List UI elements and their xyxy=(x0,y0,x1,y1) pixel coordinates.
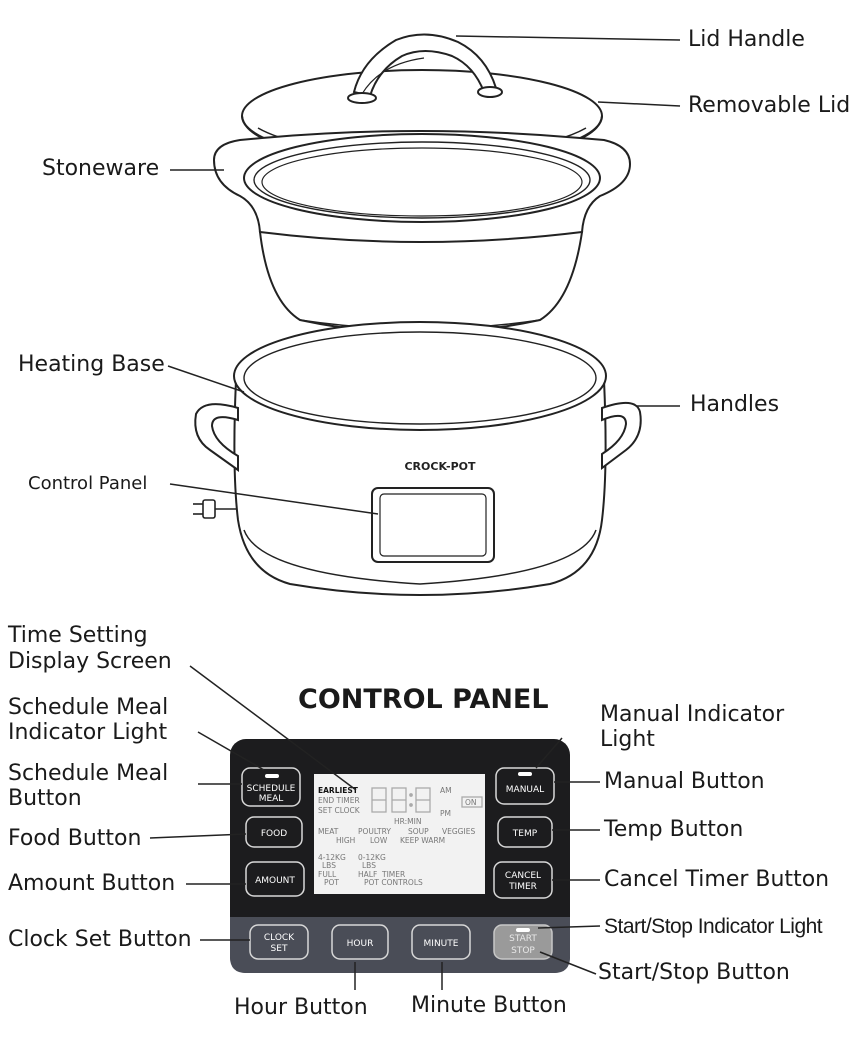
display-lbs-2b: LBS xyxy=(362,861,376,870)
label-lid-handle: Lid Handle xyxy=(688,27,805,52)
hour-button[interactable] xyxy=(331,924,389,960)
food-button[interactable] xyxy=(245,816,303,848)
schedule-label-1: SCHEDULE xyxy=(247,784,296,794)
display-half: HALF xyxy=(358,870,377,879)
amount-button[interactable] xyxy=(245,861,305,897)
display-end-timer: END TIMER xyxy=(318,796,360,805)
leader-lines-panel xyxy=(149,665,601,990)
temp-button[interactable] xyxy=(497,816,553,848)
start-stop-button[interactable] xyxy=(493,924,553,960)
display-low: LOW xyxy=(370,836,388,845)
label-stoneware: Stoneware xyxy=(42,156,160,181)
label-hour-button: Hour Button xyxy=(234,995,368,1020)
lid-handle xyxy=(347,33,503,104)
hour-label: HOUR xyxy=(347,939,374,949)
clock-label-1: CLOCK xyxy=(264,933,295,943)
display-timer: TIMER xyxy=(381,870,405,879)
display-hr-min: HR:MIN xyxy=(394,817,421,826)
food-label: FOOD xyxy=(261,829,287,839)
label-clock-set-button: Clock Set Button xyxy=(8,927,192,952)
display-on: ON xyxy=(465,798,477,807)
schedule-indicator-light xyxy=(265,774,279,778)
label-manual-light-1: Manual Indicator xyxy=(600,702,785,727)
display-am: AM xyxy=(440,786,452,795)
display-soup: SOUP xyxy=(408,827,429,836)
manual-button[interactable] xyxy=(495,767,555,805)
label-cancel-timer-button: Cancel Timer Button xyxy=(604,867,830,892)
label-schedule-button-2: Button xyxy=(8,786,82,811)
stoneware-pot xyxy=(212,130,632,334)
manual-indicator-light xyxy=(518,772,532,776)
label-food-button: Food Button xyxy=(8,826,142,851)
label-heating-base: Heating Base xyxy=(18,352,165,377)
display-pm: PM xyxy=(440,809,451,818)
start-label-1: START xyxy=(509,934,537,944)
start-label-2: STOP xyxy=(511,946,535,956)
label-schedule-light-1: Schedule Meal xyxy=(8,695,169,720)
label-handles: Handles xyxy=(690,392,780,417)
display-poultry: POULTRY xyxy=(358,827,391,836)
seven-segment-digits xyxy=(371,787,483,813)
base-handle-right xyxy=(601,401,642,470)
manual-label: MANUAL xyxy=(506,785,544,795)
label-minute-button: Minute Button xyxy=(411,993,567,1018)
minute-button[interactable] xyxy=(411,924,471,960)
display-lbs-1: 4-12KG xyxy=(318,853,346,862)
schedule-label-2: MEAL xyxy=(259,794,284,804)
cancel-label-2: TIMER xyxy=(508,882,537,892)
panel-title: CONTROL PANEL xyxy=(298,684,549,715)
display-lbs-1b: LBS xyxy=(322,861,336,870)
display-set-clock: SET CLOCK xyxy=(318,806,361,815)
display-high: HIGH xyxy=(336,836,355,845)
display-keep-warm: KEEP WARM xyxy=(400,836,445,845)
cancel-label-1: CANCEL xyxy=(505,871,541,881)
schedule-meal-button[interactable] xyxy=(241,767,301,807)
label-control-panel: Control Panel xyxy=(28,473,148,494)
label-time-setting-1: Time Setting xyxy=(8,623,148,648)
label-start-stop-button: Start/Stop Button xyxy=(598,960,790,985)
label-schedule-button-1: Schedule Meal xyxy=(8,761,169,786)
base-control-panel xyxy=(371,487,495,563)
display-pot: POT xyxy=(324,878,339,887)
display-meat: MEAT xyxy=(318,827,339,836)
amount-label: AMOUNT xyxy=(255,876,295,886)
temp-label: TEMP xyxy=(512,829,538,839)
clock-label-2: SET xyxy=(271,944,288,954)
label-removable-lid: Removable Lid xyxy=(688,93,851,118)
control-panel-board xyxy=(230,739,570,973)
label-start-stop-light: Start/Stop Indicator Light xyxy=(604,915,823,938)
leader-lines-top xyxy=(167,35,681,515)
display-veggies: VEGGIES xyxy=(442,827,475,836)
display-lbs-2: 0-12KG xyxy=(358,853,386,862)
brand-logo: CROCK-POT xyxy=(404,460,476,473)
time-display-screen xyxy=(314,774,485,894)
base-handle-left xyxy=(194,403,239,472)
label-temp-button: Temp Button xyxy=(604,817,744,842)
label-amount-button: Amount Button xyxy=(8,871,176,896)
display-full: FULL xyxy=(318,870,337,879)
label-manual-button: Manual Button xyxy=(604,769,765,794)
display-earliest: EARLIEST xyxy=(318,786,359,795)
display-content: EARLIEST END TIMER SET CLOCK HR:MIN AM P… xyxy=(318,786,477,887)
minute-label: MINUTE xyxy=(424,939,459,949)
start-stop-indicator-light xyxy=(516,928,530,932)
label-schedule-light-2: Indicator Light xyxy=(8,720,168,745)
label-manual-light-2: Light xyxy=(600,727,655,752)
label-time-setting-2: Display Screen xyxy=(8,649,172,674)
clock-set-button[interactable] xyxy=(249,924,309,960)
display-pot-controls: POT CONTROLS xyxy=(364,878,423,887)
power-plug xyxy=(193,499,236,519)
